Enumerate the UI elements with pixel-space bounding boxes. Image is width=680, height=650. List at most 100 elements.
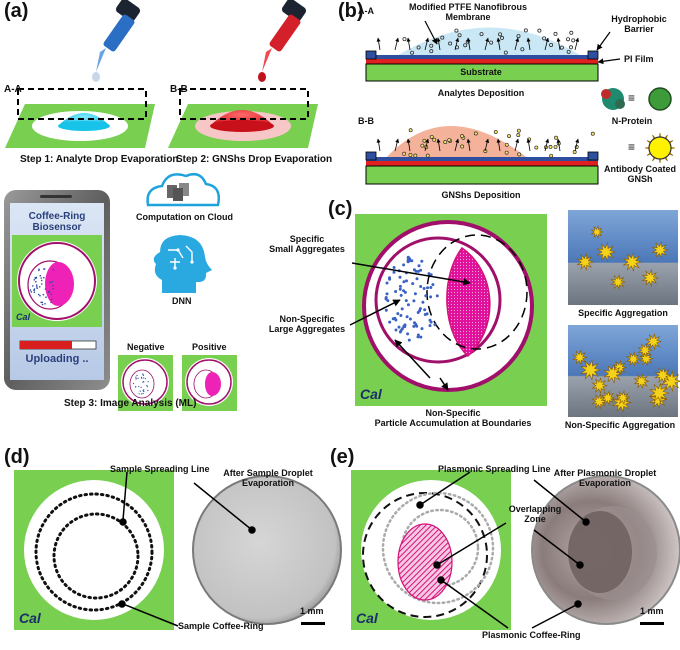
gnsh-particle bbox=[425, 153, 430, 158]
panel-c-dots bbox=[384, 255, 439, 342]
particle-dot bbox=[44, 303, 46, 305]
particle-dot bbox=[41, 301, 44, 304]
step2-caption: Step 2: GNShs Drop Evaporation bbox=[176, 154, 333, 165]
particle-dot bbox=[412, 299, 416, 303]
gnsh-particle bbox=[493, 129, 498, 134]
particle-dot bbox=[397, 325, 401, 329]
particle-dot bbox=[429, 295, 433, 299]
gnsh-particle bbox=[516, 133, 521, 138]
gold-nanostar bbox=[654, 366, 672, 385]
analyte-particle bbox=[402, 37, 407, 42]
particle-dot bbox=[45, 296, 47, 299]
gnsh-particle bbox=[420, 143, 425, 148]
device-aa bbox=[365, 27, 599, 82]
negative-caption: Negative bbox=[127, 342, 165, 352]
gnsh-particle bbox=[408, 128, 413, 133]
specific-small-line1: Specific bbox=[289, 234, 325, 244]
particle-dot bbox=[413, 321, 416, 325]
evaporation-arrow bbox=[394, 138, 400, 152]
b-label-aa: A-A bbox=[358, 6, 374, 16]
particle-dot bbox=[419, 268, 423, 272]
particle-dot bbox=[142, 373, 144, 375]
evaporation-arrow bbox=[544, 138, 550, 152]
gold-nanostar bbox=[591, 376, 609, 395]
positive-caption: Positive bbox=[192, 342, 227, 352]
particle-dot bbox=[49, 281, 52, 284]
particle-dot bbox=[399, 314, 403, 317]
particle-dot bbox=[415, 277, 419, 281]
particle-dot bbox=[406, 255, 410, 259]
gold-nanostar bbox=[637, 343, 653, 358]
analyte-particle bbox=[569, 45, 574, 50]
evaporation-arrow bbox=[454, 37, 460, 51]
particle-dot bbox=[29, 289, 32, 291]
gnsh-particle bbox=[413, 153, 418, 158]
analyte-particle bbox=[463, 43, 468, 48]
evaporation-arrow bbox=[556, 37, 561, 51]
evaporation-arrow bbox=[376, 37, 381, 51]
particle-dot bbox=[399, 293, 403, 297]
particle-dot bbox=[142, 392, 144, 395]
particle-dot bbox=[140, 386, 142, 388]
particle-dot bbox=[36, 286, 38, 288]
evaporation-arrow bbox=[484, 138, 490, 152]
gold-nanostar bbox=[576, 252, 595, 272]
particle-dot bbox=[136, 374, 138, 377]
particle-dot bbox=[388, 320, 392, 324]
particle-dot bbox=[142, 390, 144, 392]
analyte-particle bbox=[410, 50, 415, 55]
analyte-particle bbox=[454, 28, 459, 33]
analyte-particle bbox=[566, 49, 571, 54]
panel-label-c: (c) bbox=[328, 198, 353, 220]
analyte-particle bbox=[520, 47, 525, 52]
particle-dot bbox=[404, 299, 408, 303]
analyte-particle bbox=[553, 31, 558, 36]
gnsh-particle bbox=[408, 153, 413, 157]
plasmonic-coffee-ring-label: Plasmonic Coffee-Ring bbox=[482, 630, 581, 640]
gold-nanostar bbox=[615, 390, 630, 406]
gnsh-particle bbox=[460, 134, 465, 139]
analyte-particle bbox=[489, 40, 494, 45]
gnsh-particle bbox=[504, 142, 509, 147]
pipette-blue bbox=[92, 0, 141, 82]
particle-dot bbox=[403, 325, 407, 329]
particle-dot bbox=[392, 270, 396, 274]
gnsh-particle bbox=[554, 135, 558, 140]
particle-dot bbox=[421, 300, 425, 304]
specific-aggregation-image bbox=[568, 210, 678, 305]
analyte-particle bbox=[566, 37, 571, 42]
nonspecific-aggregation-caption: Non-Specific Aggregation bbox=[564, 420, 676, 430]
particle-dot bbox=[405, 315, 409, 319]
particle-dot bbox=[400, 307, 404, 311]
analyte-particle bbox=[440, 35, 445, 40]
smartphone bbox=[4, 190, 110, 390]
particle-dot bbox=[33, 289, 35, 292]
particle-dot bbox=[47, 291, 50, 293]
after-plasmonic-line2: Evaporation bbox=[578, 478, 631, 488]
gnsh-particle bbox=[548, 144, 553, 149]
analyte-particle bbox=[569, 30, 574, 35]
accumulation-line1: Non-Specific bbox=[425, 408, 481, 418]
particle-dot bbox=[40, 277, 42, 279]
uploading-status: Uploading .. bbox=[25, 353, 89, 365]
particle-dot bbox=[416, 335, 420, 339]
gold-nanostar bbox=[641, 268, 660, 288]
particle-dot bbox=[420, 259, 424, 263]
particle-dot bbox=[146, 384, 148, 387]
cal-logo: Cal bbox=[19, 610, 41, 626]
particle-dot bbox=[419, 335, 423, 339]
particle-dot bbox=[52, 284, 54, 287]
particle-dot bbox=[398, 287, 402, 291]
particle-dot bbox=[36, 287, 38, 290]
sample-spreading-label: Sample Spreading Line bbox=[110, 464, 210, 474]
particle-dot bbox=[143, 390, 145, 393]
analyte-particle bbox=[429, 43, 434, 48]
gold-nanostar bbox=[590, 225, 604, 239]
particle-dot bbox=[143, 381, 145, 383]
particle-dot bbox=[384, 308, 388, 312]
evaporation-arrow bbox=[436, 37, 441, 51]
gold-nanostar bbox=[648, 382, 670, 404]
particle-dot bbox=[431, 283, 435, 287]
particle-dot bbox=[41, 303, 44, 306]
